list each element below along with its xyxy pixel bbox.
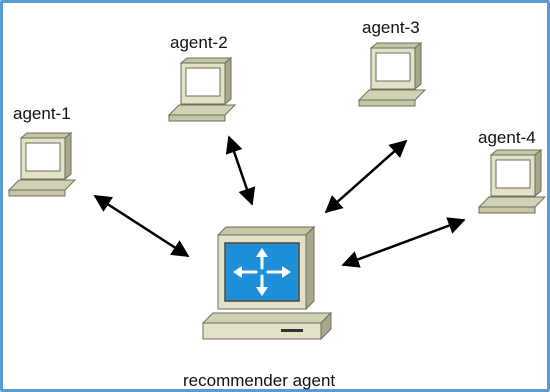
arrow-agent-2-recommender xyxy=(225,135,256,206)
agent-4-computer-icon xyxy=(477,148,547,214)
arrow-agent-1-recommender xyxy=(93,194,190,258)
agent-2-label: agent-2 xyxy=(170,33,228,52)
agent-3-computer-icon xyxy=(357,41,427,107)
recommender-agent-label: recommender agent xyxy=(183,371,336,390)
agent-1-label: agent-1 xyxy=(13,104,71,123)
agent-4-label: agent-4 xyxy=(478,128,536,147)
agent-2-computer-icon xyxy=(167,56,237,122)
network-diagram xyxy=(7,41,547,341)
agent-1-computer-icon xyxy=(7,131,77,197)
arrow-agent-3-recommender xyxy=(324,139,408,214)
arrow-agent-4-recommender xyxy=(341,217,466,268)
agent-3-label: agent-3 xyxy=(362,18,420,37)
recommender-agent-router-icon xyxy=(201,225,333,341)
